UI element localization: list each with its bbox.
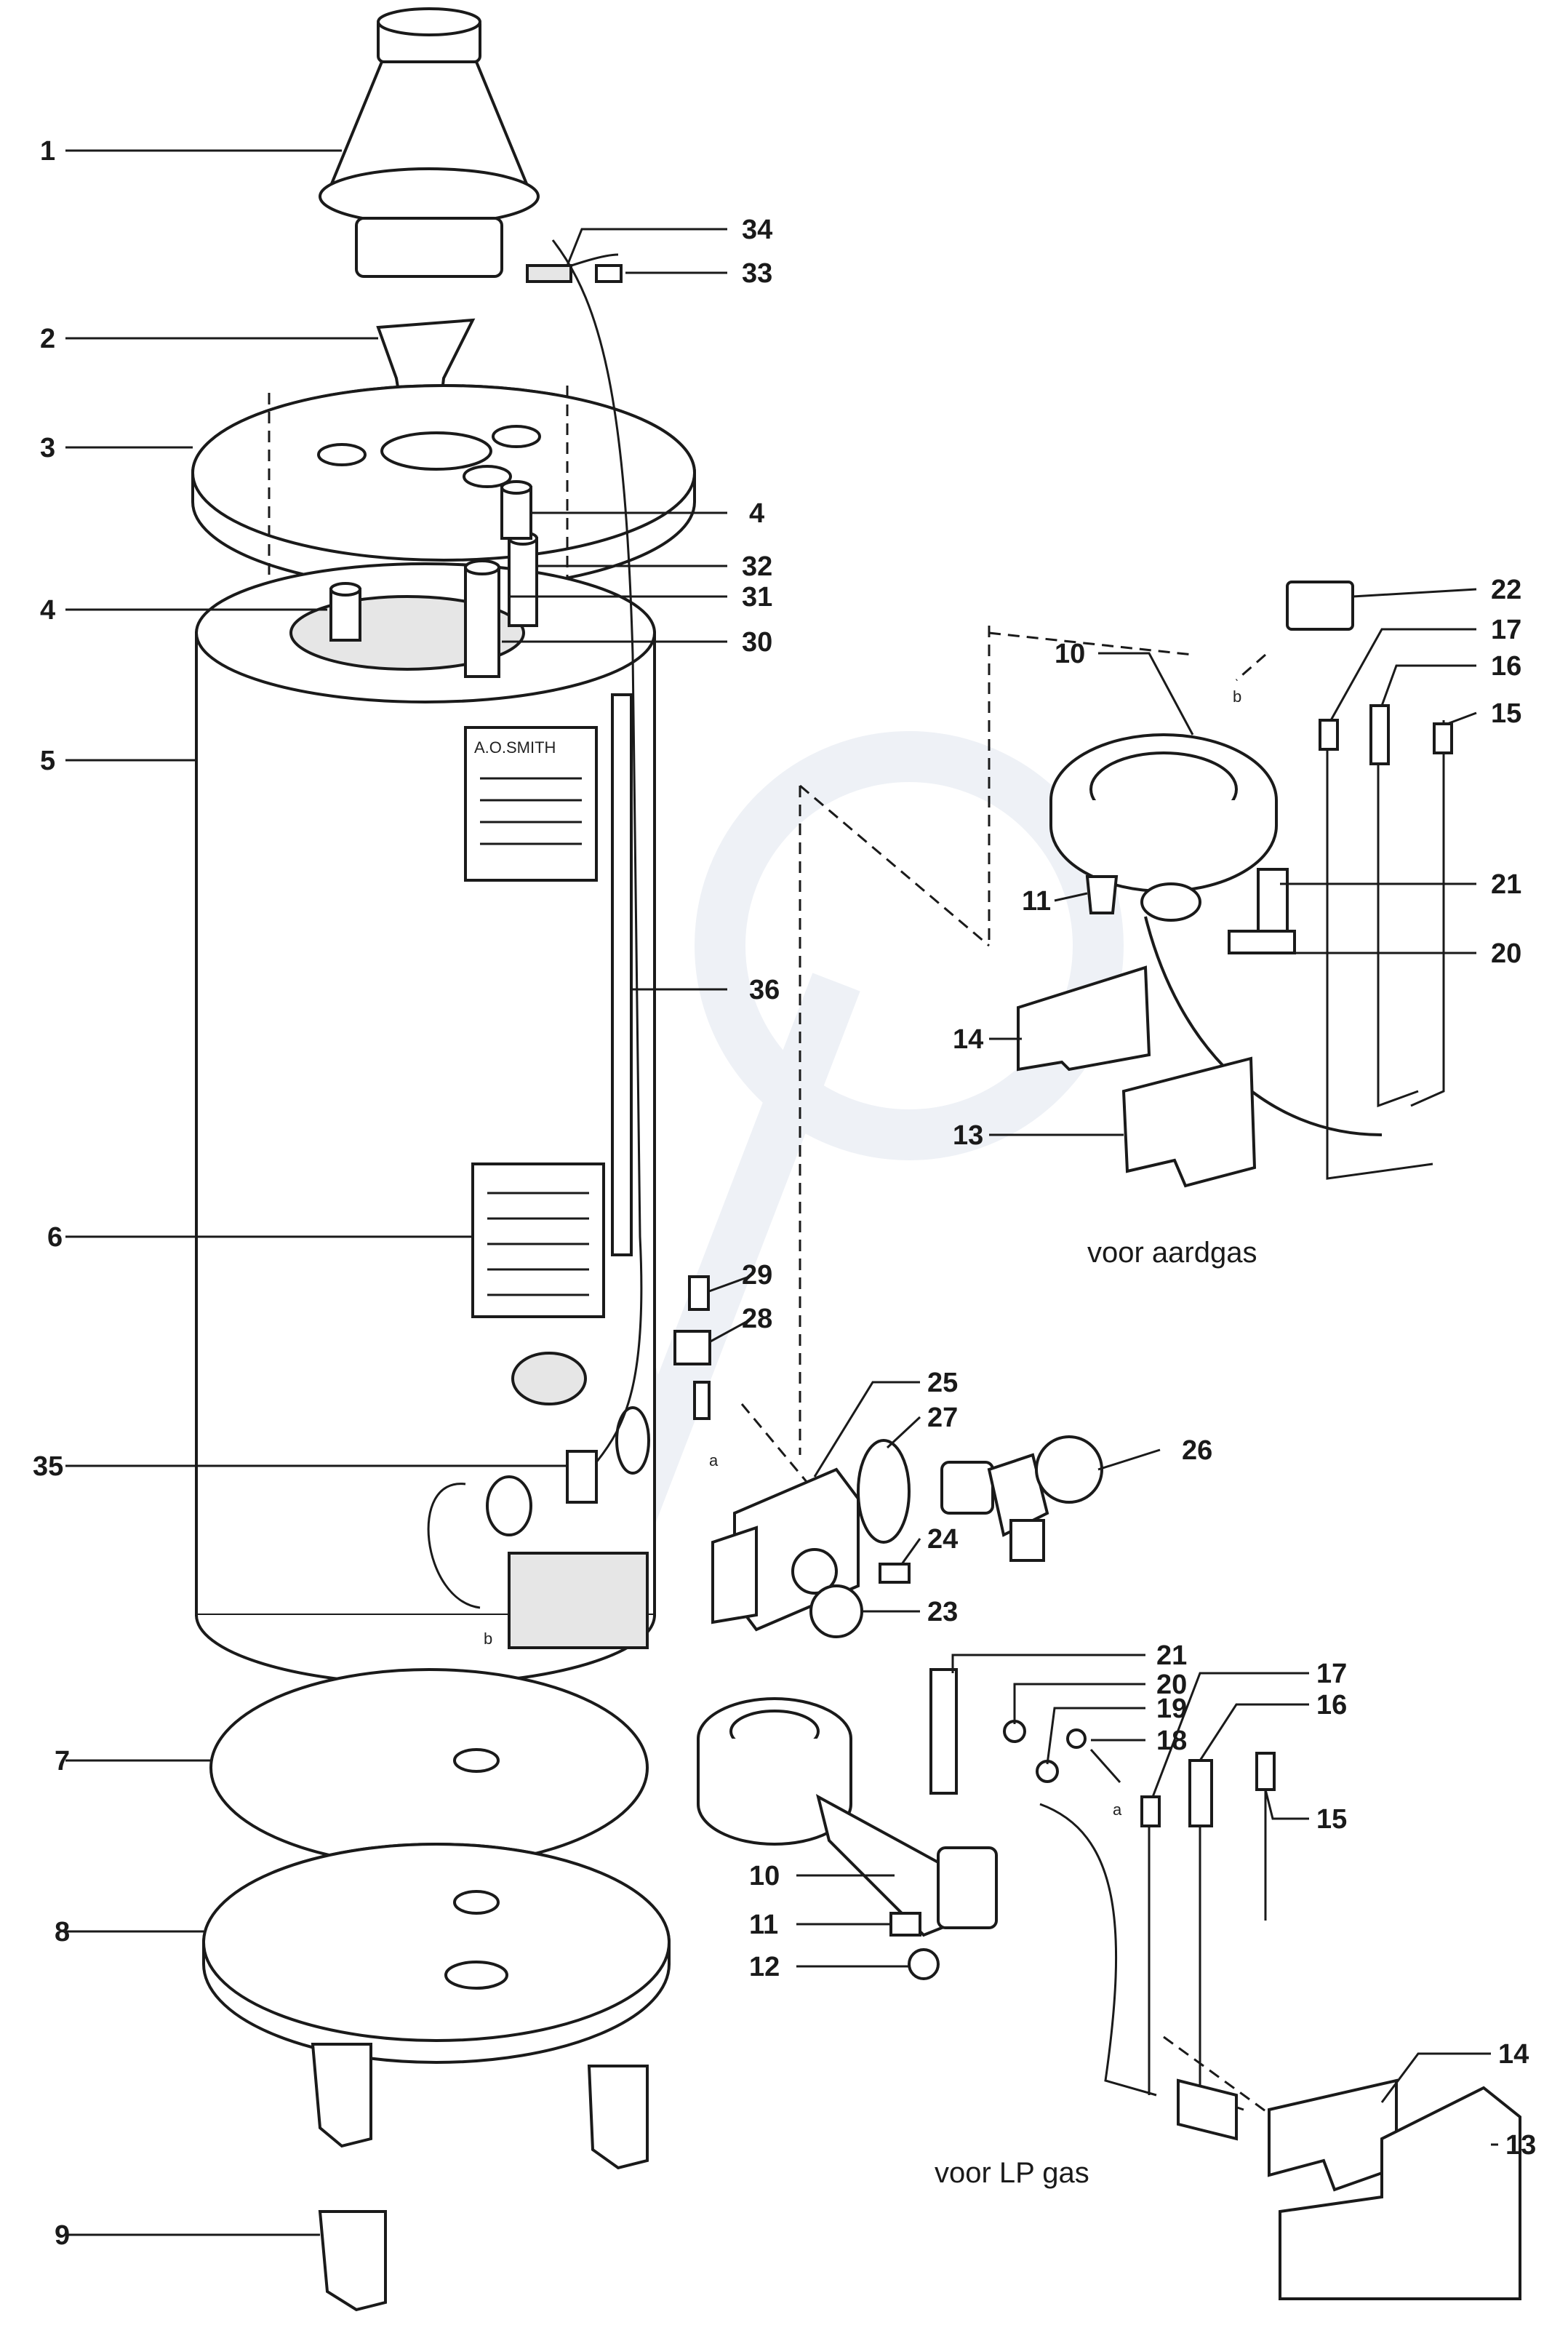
clip — [595, 264, 623, 283]
callout-20-bottom: 20 — [1156, 1670, 1187, 1700]
thermocouple-wire — [551, 239, 643, 1463]
valve-screw — [879, 1563, 911, 1584]
pilot-assembly — [427, 1450, 598, 1609]
thermostat-well — [673, 1275, 711, 1420]
marker-b-tank: b — [484, 1630, 492, 1648]
orifice-lp — [889, 1912, 921, 1937]
callout-27: 27 — [927, 1403, 958, 1433]
pilot-bracket-lp — [929, 1668, 1121, 1795]
outer-door-natural — [1121, 1056, 1257, 1188]
callout-20-top: 20 — [1491, 938, 1521, 969]
callout-17-top: 17 — [1491, 615, 1521, 645]
callout-29: 29 — [742, 1260, 772, 1291]
callout-26: 26 — [1182, 1435, 1212, 1466]
brand-label: A.O.SMITH — [474, 738, 556, 757]
valve-gasket — [857, 1439, 911, 1544]
callout-12: 12 — [749, 1952, 780, 1982]
tank-top-fittings — [329, 480, 538, 678]
top-cover — [191, 384, 696, 591]
callout-18: 18 — [1156, 1726, 1187, 1756]
callout-2: 2 — [40, 324, 55, 354]
orifice-washer-lp — [908, 1948, 940, 1980]
callout-21-top: 21 — [1491, 869, 1521, 900]
callout-5: 5 — [40, 746, 55, 776]
callout-25: 25 — [927, 1368, 958, 1398]
marker-a-valve: a — [709, 1451, 719, 1469]
callout-15-top: 15 — [1491, 698, 1521, 729]
leader-lines — [65, 149, 1498, 2236]
callout-32: 32 — [742, 551, 772, 582]
callout-15-bottom: 15 — [1316, 1804, 1347, 1835]
callout-14-top: 14 — [953, 1024, 983, 1055]
callout-16-bottom: 16 — [1316, 1690, 1347, 1720]
callout-7: 7 — [55, 1746, 70, 1776]
callout-8: 8 — [55, 1917, 70, 1947]
callout-10-top: 10 — [1055, 639, 1085, 669]
natural-gas-burner — [1049, 733, 1383, 1136]
lp-gas-burner — [697, 1697, 998, 1937]
callout-31: 31 — [742, 582, 772, 613]
bottom-insulation-disc — [209, 1668, 649, 1867]
callout-labels: 1 2 3 4 5 6 7 8 9 35 34 33 4 32 31 30 36… — [33, 136, 1536, 2251]
marker-b-igniter: b — [1233, 687, 1241, 706]
callout-16-top: 16 — [1491, 651, 1521, 682]
caption-natural-gas: voor aardgas — [1087, 1237, 1257, 1269]
base-pan — [202, 1843, 671, 2064]
callout-13-bottom: 13 — [1505, 2130, 1536, 2161]
burner-door-lp — [1268, 2078, 1398, 2192]
callout-21-bottom: 21 — [1156, 1640, 1187, 1671]
outer-door-lp — [1279, 2086, 1521, 2300]
callout-23: 23 — [927, 1597, 958, 1627]
burner-door-natural — [1017, 965, 1151, 1072]
callout-34: 34 — [742, 215, 772, 245]
tubing-lp — [1039, 1752, 1276, 2141]
callout-11-top: 11 — [1022, 886, 1051, 917]
callout-14-bottom: 14 — [1498, 2039, 1529, 2070]
drain-valve — [940, 1435, 1103, 1562]
callout-17-bottom: 17 — [1316, 1659, 1347, 1689]
anode-rod — [611, 693, 633, 1256]
callout-28: 28 — [742, 1304, 772, 1334]
callout-30: 30 — [742, 627, 772, 658]
callout-24: 24 — [927, 1524, 958, 1555]
callout-6: 6 — [47, 1222, 63, 1253]
burner-door-opening — [508, 1552, 649, 1649]
callout-11-bottom: 11 — [749, 1910, 778, 1940]
piezo-igniter — [1236, 581, 1354, 682]
callout-4-left: 4 — [40, 595, 55, 626]
access-port-lower — [615, 1406, 650, 1475]
flue-hood — [319, 7, 540, 278]
callout-36: 36 — [749, 975, 780, 1005]
callout-9: 9 — [55, 2220, 70, 2251]
support-legs — [311, 2043, 649, 2312]
callout-4-right: 4 — [749, 498, 764, 529]
callout-19: 19 — [1156, 1694, 1187, 1724]
callout-1: 1 — [40, 136, 55, 167]
tubing-natural — [1319, 704, 1453, 1180]
access-port-upper — [511, 1352, 587, 1405]
warning-label — [471, 1162, 605, 1318]
callout-10-bottom: 10 — [749, 1861, 780, 1891]
pilot-bracket-natural — [1228, 868, 1296, 954]
marker-a-lp: a — [1113, 1800, 1122, 1819]
callout-35: 35 — [33, 1451, 63, 1482]
orifice-natural — [1085, 875, 1119, 914]
callout-22: 22 — [1491, 575, 1521, 605]
caption-lp-gas: voor LP gas — [935, 2157, 1089, 2189]
gas-control-valve — [711, 1467, 863, 1638]
spring — [526, 264, 572, 283]
callout-33: 33 — [742, 258, 772, 289]
rating-plate: A.O.SMITH — [464, 726, 598, 882]
callout-3: 3 — [40, 433, 55, 463]
callout-13-top: 13 — [953, 1120, 983, 1151]
